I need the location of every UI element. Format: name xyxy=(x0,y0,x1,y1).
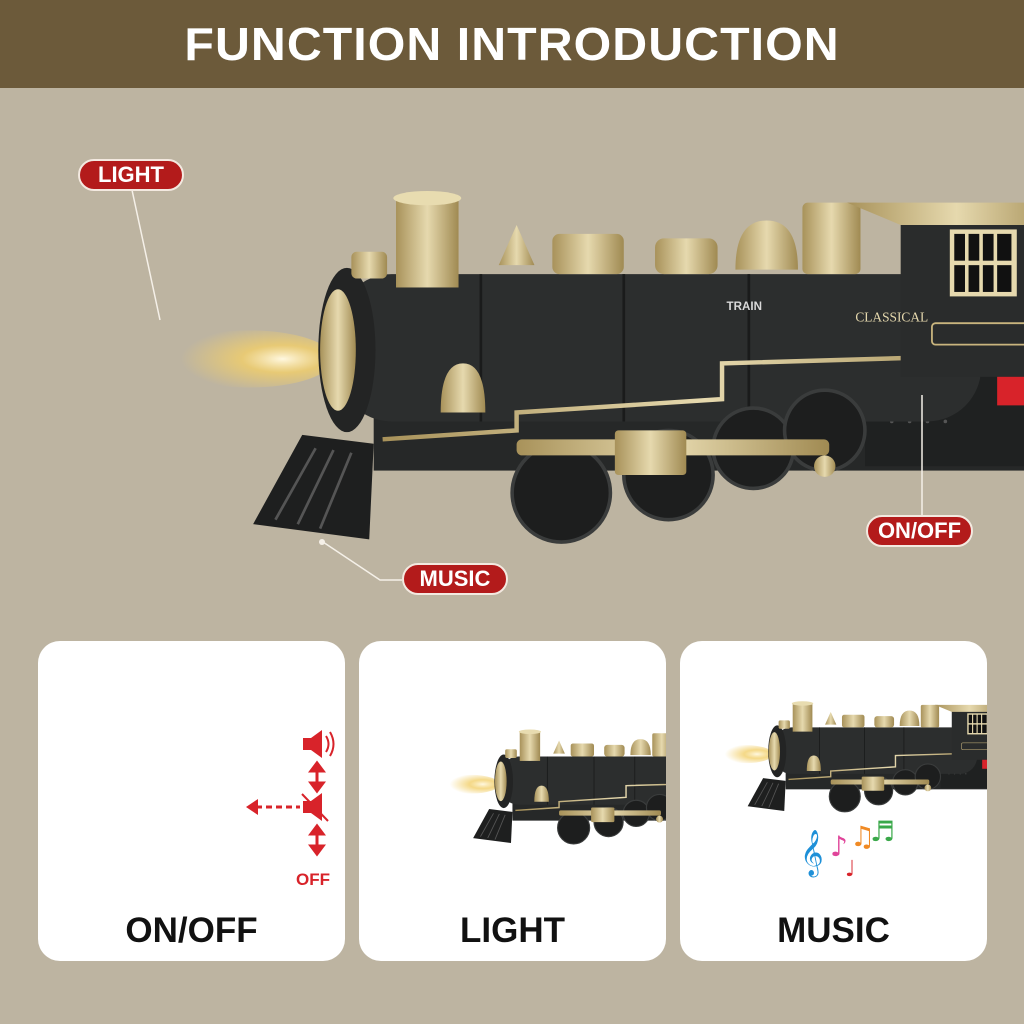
svg-text:♩: ♩ xyxy=(845,857,855,882)
card-label: MUSIC xyxy=(777,911,890,950)
dashed-arrow-left-icon xyxy=(246,799,300,815)
svg-text:𝄞: 𝄞 xyxy=(800,830,824,878)
speaker-muted-icon xyxy=(301,793,329,822)
callout-on-off: ON/OFF xyxy=(866,515,973,547)
callout-light: LIGHT xyxy=(78,159,184,191)
up-down-arrow-icon xyxy=(308,760,326,794)
nameplate-text: CLASSICAL xyxy=(855,309,928,324)
svg-text:♫: ♫ xyxy=(850,820,875,853)
speaker-on-icon xyxy=(303,730,335,758)
header-banner: FUNCTION INTRODUCTION xyxy=(0,0,1024,88)
switch-indicator-graphic xyxy=(246,730,335,857)
card-label: ON/OFF xyxy=(125,911,258,950)
feature-card-music: 𝄞 ♪ ♫ ♬ ♩ MUSIC xyxy=(680,641,987,961)
train-front-headlight xyxy=(442,728,666,846)
svg-text:♬: ♬ xyxy=(870,815,895,848)
card-label: LIGHT xyxy=(460,911,565,950)
feature-card-on-off: OFF ON/OFF xyxy=(38,641,345,961)
up-down-arrow-icon xyxy=(308,823,326,857)
music-notes-icon: 𝄞 ♪ ♫ ♬ ♩ xyxy=(800,815,895,882)
feature-card-light: LIGHT xyxy=(359,641,666,961)
callout-music: MUSIC xyxy=(402,563,508,595)
page-title: FUNCTION INTRODUCTION xyxy=(184,18,840,70)
off-indicator-text: OFF xyxy=(296,870,330,889)
train-badge-text: TRAIN xyxy=(727,300,762,313)
train-locomotive-image: TRAIN CLASSICAL xyxy=(70,150,990,550)
svg-text:♪: ♪ xyxy=(830,830,848,863)
